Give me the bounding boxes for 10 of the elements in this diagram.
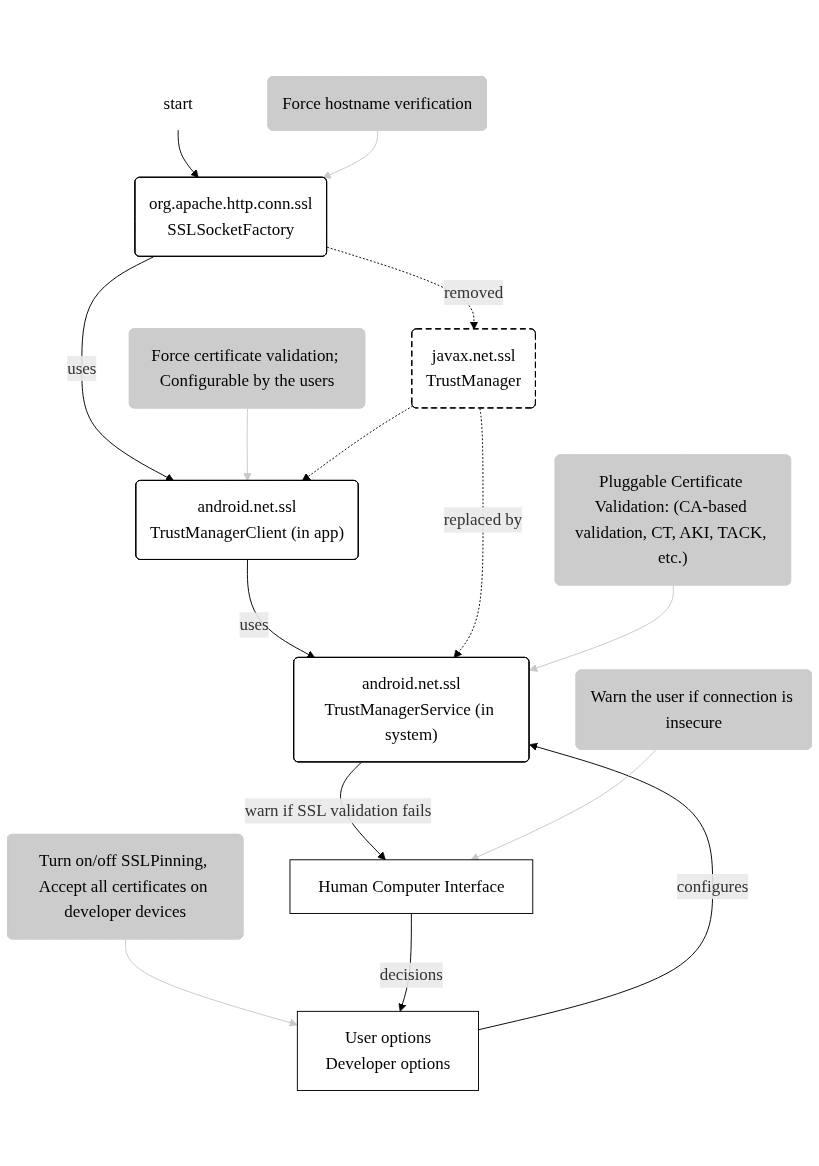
node-box: Human Computer Interface [289, 858, 534, 914]
node-box: User options Developer options [296, 1010, 480, 1091]
edge-label: replaced by [443, 509, 523, 529]
node-text: start [163, 92, 193, 112]
edge-label: removed [443, 282, 504, 302]
edge-label: warn if SSL validation fails [244, 800, 432, 820]
edge-label: uses [239, 614, 269, 634]
edge-label: configures [676, 876, 749, 896]
edge-label: uses [67, 358, 97, 377]
edge-label: decisions [379, 964, 443, 984]
